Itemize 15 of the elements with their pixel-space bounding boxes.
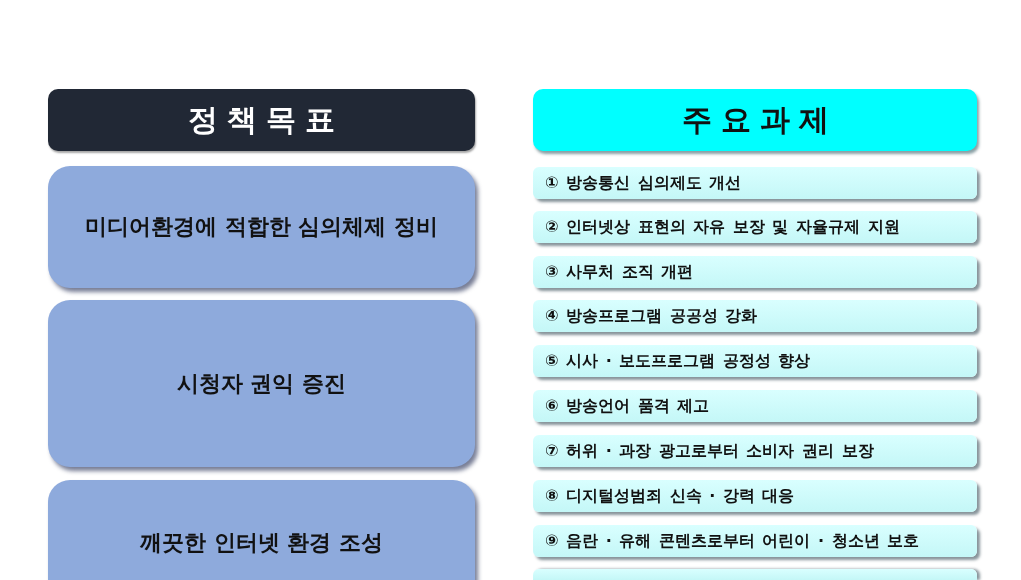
task-box: ④ 방송프로그램 공공성 강화 bbox=[533, 300, 977, 332]
task-box: ⑦ 허위 · 과장 광고로부터 소비자 권리 보장 bbox=[533, 435, 977, 467]
task-box: ⑧ 디지털성범죄 신속 · 강력 대응 bbox=[533, 480, 977, 512]
task-box: ⑨ 음란 · 유해 콘텐츠로부터 어린이 · 청소년 보호 bbox=[533, 525, 977, 557]
task-box: ③ 사무처 조직 개편 bbox=[533, 256, 977, 288]
goal-box: 미디어환경에 적합한 심의체제 정비 bbox=[48, 166, 475, 288]
task-box bbox=[533, 569, 977, 580]
task-box: ② 인터넷상 표현의 자유 보장 및 자율규제 지원 bbox=[533, 211, 977, 243]
column-header: 주요과제 bbox=[533, 89, 977, 151]
task-box: ① 방송통신 심의제도 개선 bbox=[533, 167, 977, 199]
goal-box: 깨끗한 인터넷 환경 조성 bbox=[48, 480, 475, 580]
column-header: 정책목표 bbox=[48, 89, 475, 151]
task-box: ⑤ 시사 · 보도프로그램 공정성 향상 bbox=[533, 345, 977, 377]
goal-box: 시청자 권익 증진 bbox=[48, 300, 475, 467]
task-box: ⑥ 방송언어 품격 제고 bbox=[533, 390, 977, 422]
